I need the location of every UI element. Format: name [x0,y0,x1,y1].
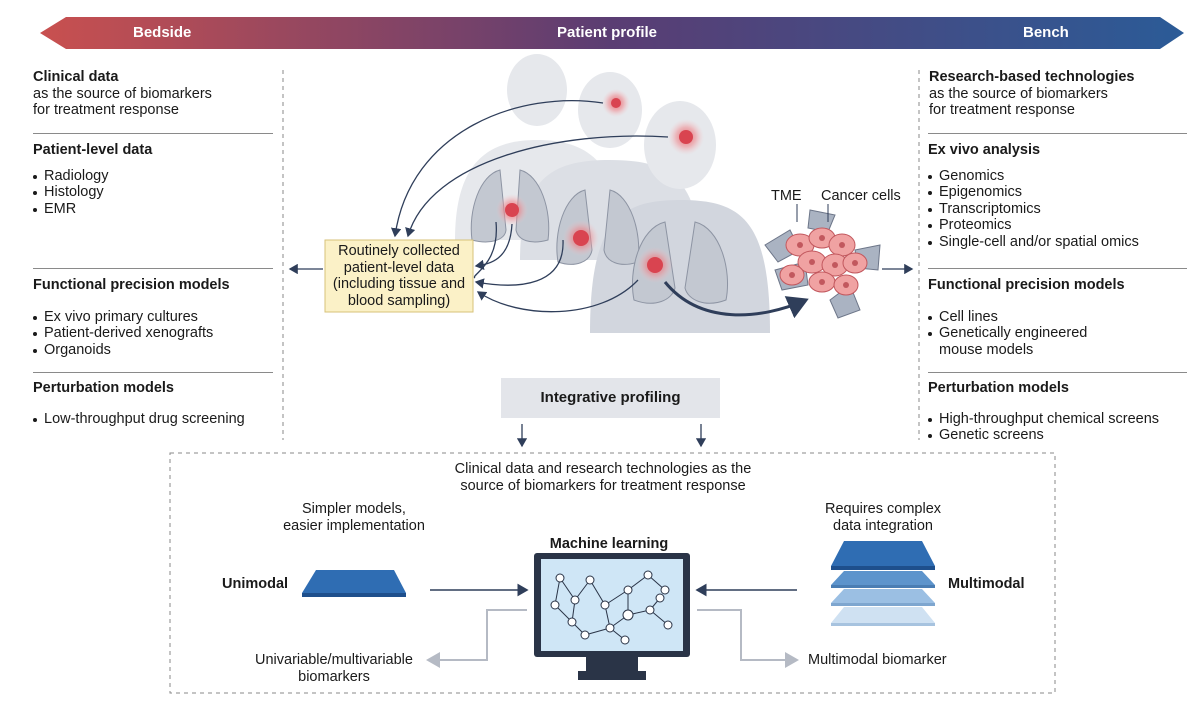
bottom-header: Clinical data and research technologies … [420,461,786,494]
section-title: Functional precision models [928,277,1125,293]
routine-line: blood sampling) [347,292,451,309]
right-intro-title: Research-based technologies [929,69,1135,85]
list-item-continuation: mouse models [939,341,1034,358]
right-divider-line [928,372,1187,373]
unimodal-slab [302,570,406,597]
section-title: Ex vivo analysis [928,142,1041,158]
complex-line: data integration [833,517,933,534]
left-intro: Clinical data as the source of biomarker… [33,69,212,119]
routine-box [324,239,474,313]
bedside-label: Bedside [133,24,192,41]
network-graph [550,570,673,645]
monitor [534,553,690,680]
list-item: Histology [33,184,152,201]
list-item: Low-throughput drug screening [33,411,245,428]
left-divider-line [33,372,273,373]
left-intro-line: for treatment response [33,102,179,118]
right-intro: Research-based technologies as the sourc… [929,69,1135,119]
right-divider-line [928,268,1187,269]
routine-box-text: Routinely collected patient-level data (… [325,243,473,309]
uni-biomarker-line: Univariable/multivariable [255,652,413,668]
complex-integration-text: Requires complex data integration [800,501,966,534]
bottom-header-line: Clinical data and research technologies … [454,461,752,477]
left-patient-level: Patient-level data Radiology Histology E… [33,142,152,217]
left-intro-line: as the source of biomarkers [33,85,212,102]
bottom-frame [169,452,1056,694]
right-divider-line [928,133,1187,134]
output-arrows [426,609,799,668]
left-divider-line [33,133,273,134]
list-item: EMR [33,201,152,218]
unimodal-label: Unimodal [222,576,289,592]
multimodal-label: Multimodal [948,576,1025,592]
list-item: Proteomics [928,217,1139,234]
list-item: Genetic screens [928,427,1159,444]
simpler-line: easier implementation [283,517,425,534]
list-item: Genomics [928,168,1139,185]
section-title: Perturbation models [928,380,1069,396]
routine-line: patient-level data [343,259,455,276]
uni-biomarker-line: biomarkers [298,668,370,685]
integrative-profiling-label: Integrative profiling [540,389,681,406]
left-perturbation: Perturbation models Low-throughput drug … [33,380,245,427]
right-ex-vivo: Ex vivo analysis Genomics Epigenomics Tr… [928,142,1139,250]
routine-line: Routinely collected [338,243,460,259]
integrative-box [501,378,720,418]
list-item: Epigenomics [928,184,1139,201]
list-item: Single-cell and/or spatial omics [928,234,1139,251]
section-title: Patient-level data [33,142,153,158]
routine-line: (including tissue and [332,276,466,292]
simpler-models-text: Simpler models, easier implementation [264,501,444,534]
cancer-cells-label: Cancer cells [821,188,901,204]
left-divider-line [33,268,273,269]
machine-learning-label: Machine learning [549,536,669,552]
simpler-line: Simpler models, [302,501,406,517]
patient-profile-label: Patient profile [557,24,658,41]
patient-profile-bar [40,17,1184,49]
list-item: Genetically engineered [928,325,1125,342]
right-perturbation: Perturbation models High-throughput chem… [928,380,1159,444]
complex-line: Requires complex [824,501,942,517]
right-intro-line: as the source of biomarkers [929,85,1108,102]
bench-label: Bench [1023,24,1069,41]
list-item: Transcriptomics [928,201,1139,218]
right-intro-line: for treatment response [929,102,1075,118]
bottom-header-line: source of biomarkers for treatment respo… [460,477,746,494]
list-item: High-throughput chemical screens [928,411,1159,428]
list-item: Organoids [33,342,230,359]
list-item: Ex vivo primary cultures [33,309,230,326]
multimodal-biomarker-label: Multimodal biomarker [808,652,947,668]
list-item: Radiology [33,168,152,185]
section-title: Functional precision models [33,277,230,293]
list-item: Cell lines [928,309,1125,326]
tme-label: TME [771,188,802,204]
right-functional: Functional precision models Cell lines G… [928,277,1125,358]
left-intro-title: Clinical data [33,69,119,85]
section-title: Perturbation models [33,380,174,396]
tumor-sites [496,89,704,283]
flow-arrows [288,99,914,597]
left-functional: Functional precision models Ex vivo prim… [33,277,230,358]
multimodal-stack [831,541,935,626]
cancer-cell-cluster [764,209,881,319]
uni-biomarker-text: Univariable/multivariable biomarkers [244,652,424,685]
list-item: Patient-derived xenografts [33,325,230,342]
